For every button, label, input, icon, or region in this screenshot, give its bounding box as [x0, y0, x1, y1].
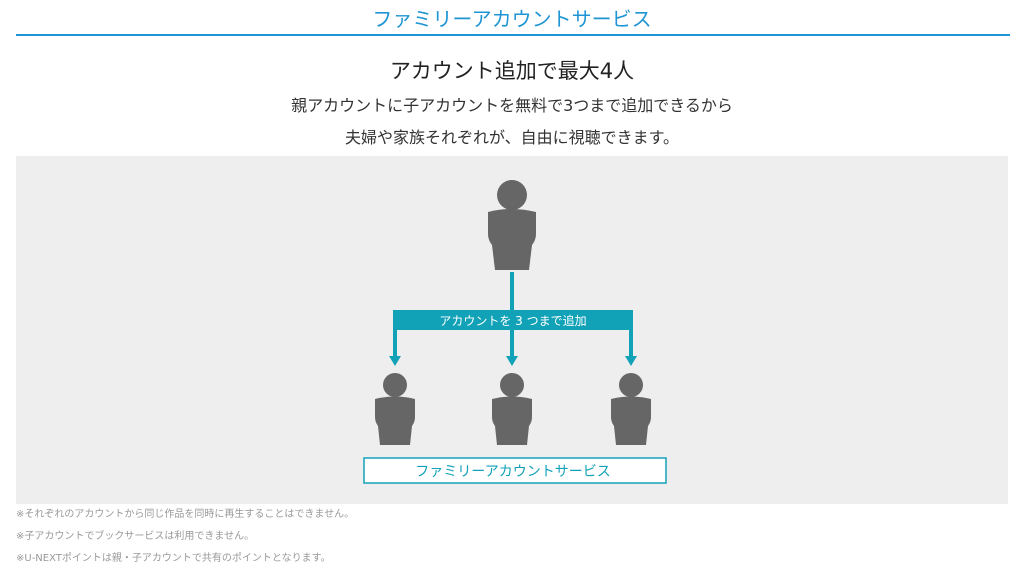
service-box — [363, 457, 667, 484]
add-accounts-label: アカウントを 3 つまで追加 — [439, 313, 586, 328]
child-person-icon-3 — [611, 373, 651, 445]
child-person-icon-2 — [492, 373, 532, 445]
note-1: ※それぞれのアカウントから同じ作品を同時に再生することはできません。 — [16, 509, 355, 520]
service-box-label: ファミリーアカウントサービス — [415, 464, 610, 480]
note-3: ※U-NEXTポイントは親・子アカウントで共有のポイントとなります。 — [16, 553, 331, 564]
child-person-icon-1 — [375, 373, 415, 445]
add-accounts-bar — [393, 310, 633, 330]
parent-person-icon — [488, 180, 536, 270]
description-line-2: 夫婦や家族それぞれが、自由に視聴できます。 — [344, 128, 680, 147]
note-2: ※子アカウントでブックサービスは利用できません。 — [16, 531, 255, 542]
arrow-down-icon — [389, 356, 637, 366]
description-line-1: 親アカウントに子アカウントを無料で3つまで追加できるから — [291, 96, 733, 115]
connector-lines — [393, 272, 633, 358]
title-divider — [16, 34, 1010, 36]
section-title: ファミリーアカウントサービス — [372, 7, 652, 31]
headline: アカウント追加で最大4人 — [389, 59, 635, 83]
